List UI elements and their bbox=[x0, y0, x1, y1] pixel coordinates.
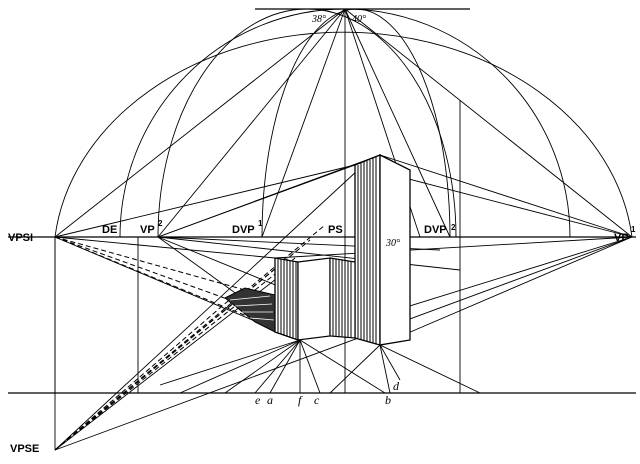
label-dvp2: DVP bbox=[424, 224, 447, 236]
label-dvp1-sup: 1 bbox=[258, 219, 263, 228]
label-ground-f: f bbox=[298, 393, 303, 407]
label-ps: PS bbox=[328, 224, 343, 236]
label-ground-d: d bbox=[393, 379, 400, 393]
label-ground-e: e bbox=[255, 393, 261, 407]
cast-shadow bbox=[224, 287, 276, 333]
label-ground-b: b bbox=[385, 393, 391, 407]
label-vpsi: VPSI bbox=[8, 232, 33, 244]
label-dvp1: DVP bbox=[232, 224, 255, 236]
label-vp1: VP bbox=[614, 232, 629, 244]
label-ground-a: a bbox=[267, 393, 273, 407]
great-semicircle bbox=[54, 31, 633, 238]
station-rays bbox=[54, 8, 633, 238]
label-vp2-sup: 2 bbox=[158, 219, 163, 228]
label-ground-c: c bbox=[314, 393, 320, 407]
label-angle-30: 30° bbox=[385, 238, 400, 249]
ground-fan bbox=[159, 339, 481, 394]
arc-dvp bbox=[261, 8, 451, 238]
tall-block bbox=[354, 153, 411, 346]
label-angle-40: 40° bbox=[352, 14, 366, 25]
label-de: DE bbox=[102, 224, 117, 236]
label-vp2: VP bbox=[140, 224, 155, 236]
low-block bbox=[274, 257, 356, 341]
label-dvp2-sup: 2 bbox=[451, 223, 456, 232]
label-vp1-sup: 1 bbox=[631, 225, 636, 234]
label-vpse: VPSE bbox=[10, 443, 39, 455]
vp1-rays bbox=[54, 154, 633, 451]
label-angle-38: 38° bbox=[311, 14, 326, 25]
